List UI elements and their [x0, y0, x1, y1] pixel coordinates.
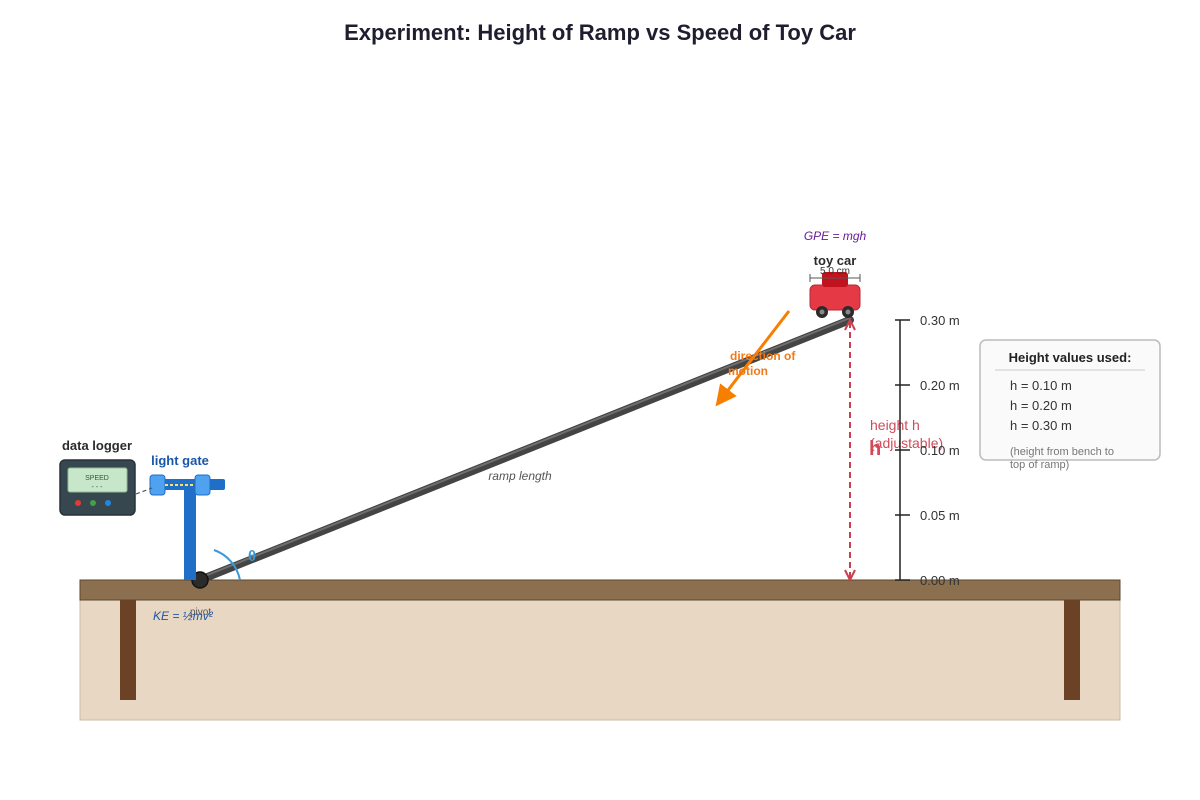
bench-leg-left: [120, 598, 136, 700]
toy-car-cabin: [822, 272, 848, 287]
motion-arrow: [715, 310, 791, 407]
legend-note-line2: top of ramp): [1010, 459, 1069, 471]
height-scale: 0.00 m 0.05 m 0.10 m 0.20 m 0.30 m: [895, 313, 960, 588]
ramp-board: [196, 316, 854, 584]
toy-car-body: [809, 284, 861, 311]
legend-item: h = 0.20 m: [1010, 398, 1072, 413]
ramp-length-label: ramp length: [488, 469, 552, 483]
height-arrow-top: [844, 317, 856, 331]
bench: [79, 579, 1121, 721]
data-logger-cable: [135, 487, 153, 495]
ke-formula: KE = ½mv²: [153, 609, 214, 623]
height-indicator: height h (adjustable) h: [844, 317, 943, 583]
legend-item: h = 0.10 m: [1010, 378, 1072, 393]
data-logger-led-blue: [105, 500, 111, 506]
light-gate-post: [184, 487, 196, 580]
bench-top: [79, 579, 1121, 601]
diagram-title: Experiment: Height of Ramp vs Speed of T…: [344, 20, 856, 45]
scale-label-4: 0.30 m: [920, 313, 960, 328]
data-logger: SPEED - - - data logger: [59, 438, 153, 516]
data-logger-label: data logger: [62, 438, 132, 453]
height-symbol: h: [869, 438, 881, 460]
motion-indicator: direction of motion: [715, 310, 796, 407]
data-logger-screen-text: SPEED: [85, 475, 109, 482]
angle-arc: [213, 549, 241, 581]
data-logger-screen-value: - - -: [92, 484, 104, 491]
bench-body: [79, 597, 1121, 721]
toy-car-hub-front: [845, 309, 851, 315]
ramp-highlight: [199, 317, 851, 579]
gpe-formula: GPE = mgh: [804, 229, 867, 243]
scale-label-2: 0.10 m: [920, 443, 960, 458]
scale-label-0: 0.00 m: [920, 573, 960, 588]
data-logger-screen: [67, 467, 128, 493]
ramp: ramp length: [191, 316, 854, 589]
light-gate-receiver: [194, 474, 211, 496]
height-arrow-bottom: [844, 569, 856, 583]
toy-car-label: toy car: [814, 253, 857, 268]
height-legend: Height values used: h = 0.10 m h = 0.20 …: [979, 339, 1161, 471]
bench-leg-right: [1064, 598, 1080, 700]
data-logger-led-red: [75, 500, 81, 506]
scale-label-1: 0.05 m: [920, 508, 960, 523]
light-gate-label: light gate: [151, 453, 209, 468]
scale-label-3: 0.20 m: [920, 378, 960, 393]
angle-label: θ: [248, 548, 256, 565]
legend-note: (height from bench to: [1010, 446, 1114, 458]
pivot-label: pivot: [190, 607, 211, 618]
light-gate: light gate: [149, 453, 225, 580]
legend-title: Height values used:: [1009, 350, 1132, 365]
toy-car: 5.0 cm toy car GPE = mgh: [804, 229, 867, 318]
car-width-label: 5.0 cm: [820, 266, 850, 277]
motion-label: direction of: [730, 349, 796, 363]
light-gate-emitter: [149, 474, 166, 496]
toy-car-hub-rear: [819, 309, 825, 315]
data-logger-led-green: [90, 500, 96, 506]
height-label: height h: [870, 417, 920, 433]
motion-label-line2: motion: [728, 364, 768, 378]
legend-item: h = 0.30 m: [1010, 418, 1072, 433]
height-sublabel: (adjustable): [870, 435, 943, 451]
